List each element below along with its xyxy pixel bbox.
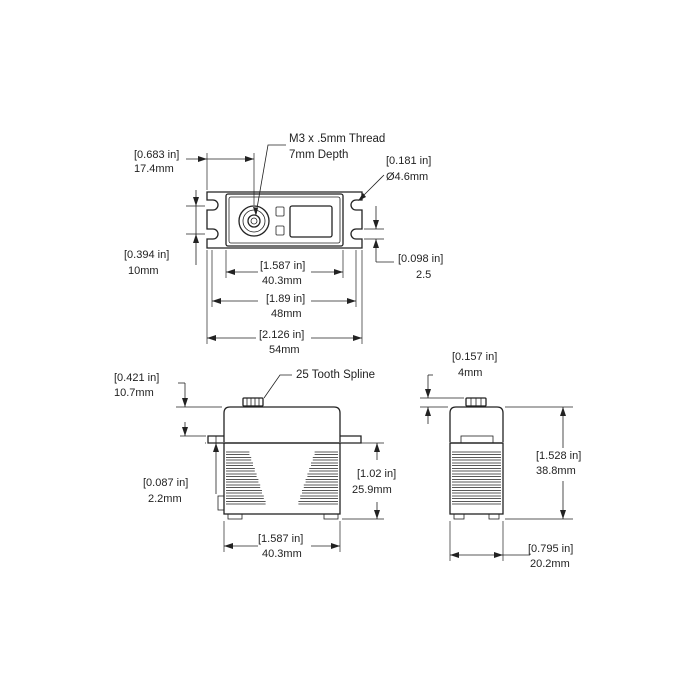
- hole-mm: Ø4.6mm: [386, 171, 428, 183]
- side-top-case: [223, 406, 341, 442]
- holes-width-mm: 48mm: [271, 308, 302, 320]
- output-gear-outer: [238, 205, 270, 237]
- side-cooling-fins: [226, 451, 338, 505]
- end-top-in: [0.157 in]: [452, 351, 497, 363]
- height-10-in: [0.394 in]: [124, 249, 169, 261]
- end-height-mm: 38.8mm: [536, 465, 576, 477]
- body-width-mm: 40.3mm: [262, 275, 302, 287]
- output-gear-hub: [247, 214, 261, 228]
- hole-in: [0.181 in]: [386, 155, 431, 167]
- thread-label-line2: 7mm Depth: [289, 149, 348, 161]
- lower-height-mm: 25.9mm: [352, 484, 392, 496]
- flange-in: [0.087 in]: [143, 477, 188, 489]
- dimension-labels: M3 x .5mm Thread 7mm Depth [0.683 in] 17…: [114, 133, 581, 570]
- flange-mm: 2.2mm: [148, 493, 182, 505]
- side-view: [176, 374, 384, 552]
- side-width-mm: 40.3mm: [262, 548, 302, 560]
- top-view-flange-outline: [206, 191, 363, 249]
- side-cable-stub: [217, 495, 225, 511]
- end-top-case: [449, 406, 504, 442]
- label-plate: [289, 205, 333, 238]
- end-width-in: [0.795 in]: [528, 543, 573, 555]
- side-spline: [242, 397, 264, 407]
- lower-height-in: [1.02 in]: [357, 468, 396, 480]
- side-width-in: [1.587 in]: [258, 533, 303, 545]
- height-10-mm: 10mm: [128, 265, 159, 277]
- side-flange: [207, 435, 362, 444]
- top-view-body-inner: [228, 196, 341, 244]
- small-pad-top: [275, 206, 285, 217]
- spline-height-mm: 10.7mm: [114, 387, 154, 399]
- gap-in: [0.098 in]: [398, 253, 443, 265]
- width-17-mm: 17.4mm: [134, 163, 174, 175]
- small-pad-bottom: [275, 225, 285, 236]
- end-height-in: [1.528 in]: [536, 450, 581, 462]
- output-gear-bore: [250, 217, 258, 225]
- output-gear-ring: [242, 209, 266, 233]
- spline-height-in: [0.421 in]: [114, 372, 159, 384]
- top-view-body: [225, 193, 344, 247]
- total-width-in: [2.126 in]: [259, 329, 304, 341]
- spline-label: 25 Tooth Spline: [296, 369, 375, 381]
- end-lower-body: [449, 442, 504, 515]
- gap-mm: 2.5: [416, 269, 431, 281]
- total-width-mm: 54mm: [269, 344, 300, 356]
- thread-leader-line: [255, 144, 286, 215]
- body-width-in: [1.587 in]: [260, 260, 305, 272]
- thread-label-line1: M3 x .5mm Thread: [289, 133, 385, 145]
- end-view: [420, 374, 573, 561]
- top-view: [186, 144, 394, 344]
- holes-width-in: [1.89 in]: [266, 293, 305, 305]
- width-17-in: [0.683 in]: [134, 149, 179, 161]
- end-width-mm: 20.2mm: [530, 558, 570, 570]
- side-lower-body: [223, 442, 341, 515]
- end-top-mm: 4mm: [458, 367, 482, 379]
- end-cooling-fins: [452, 451, 501, 505]
